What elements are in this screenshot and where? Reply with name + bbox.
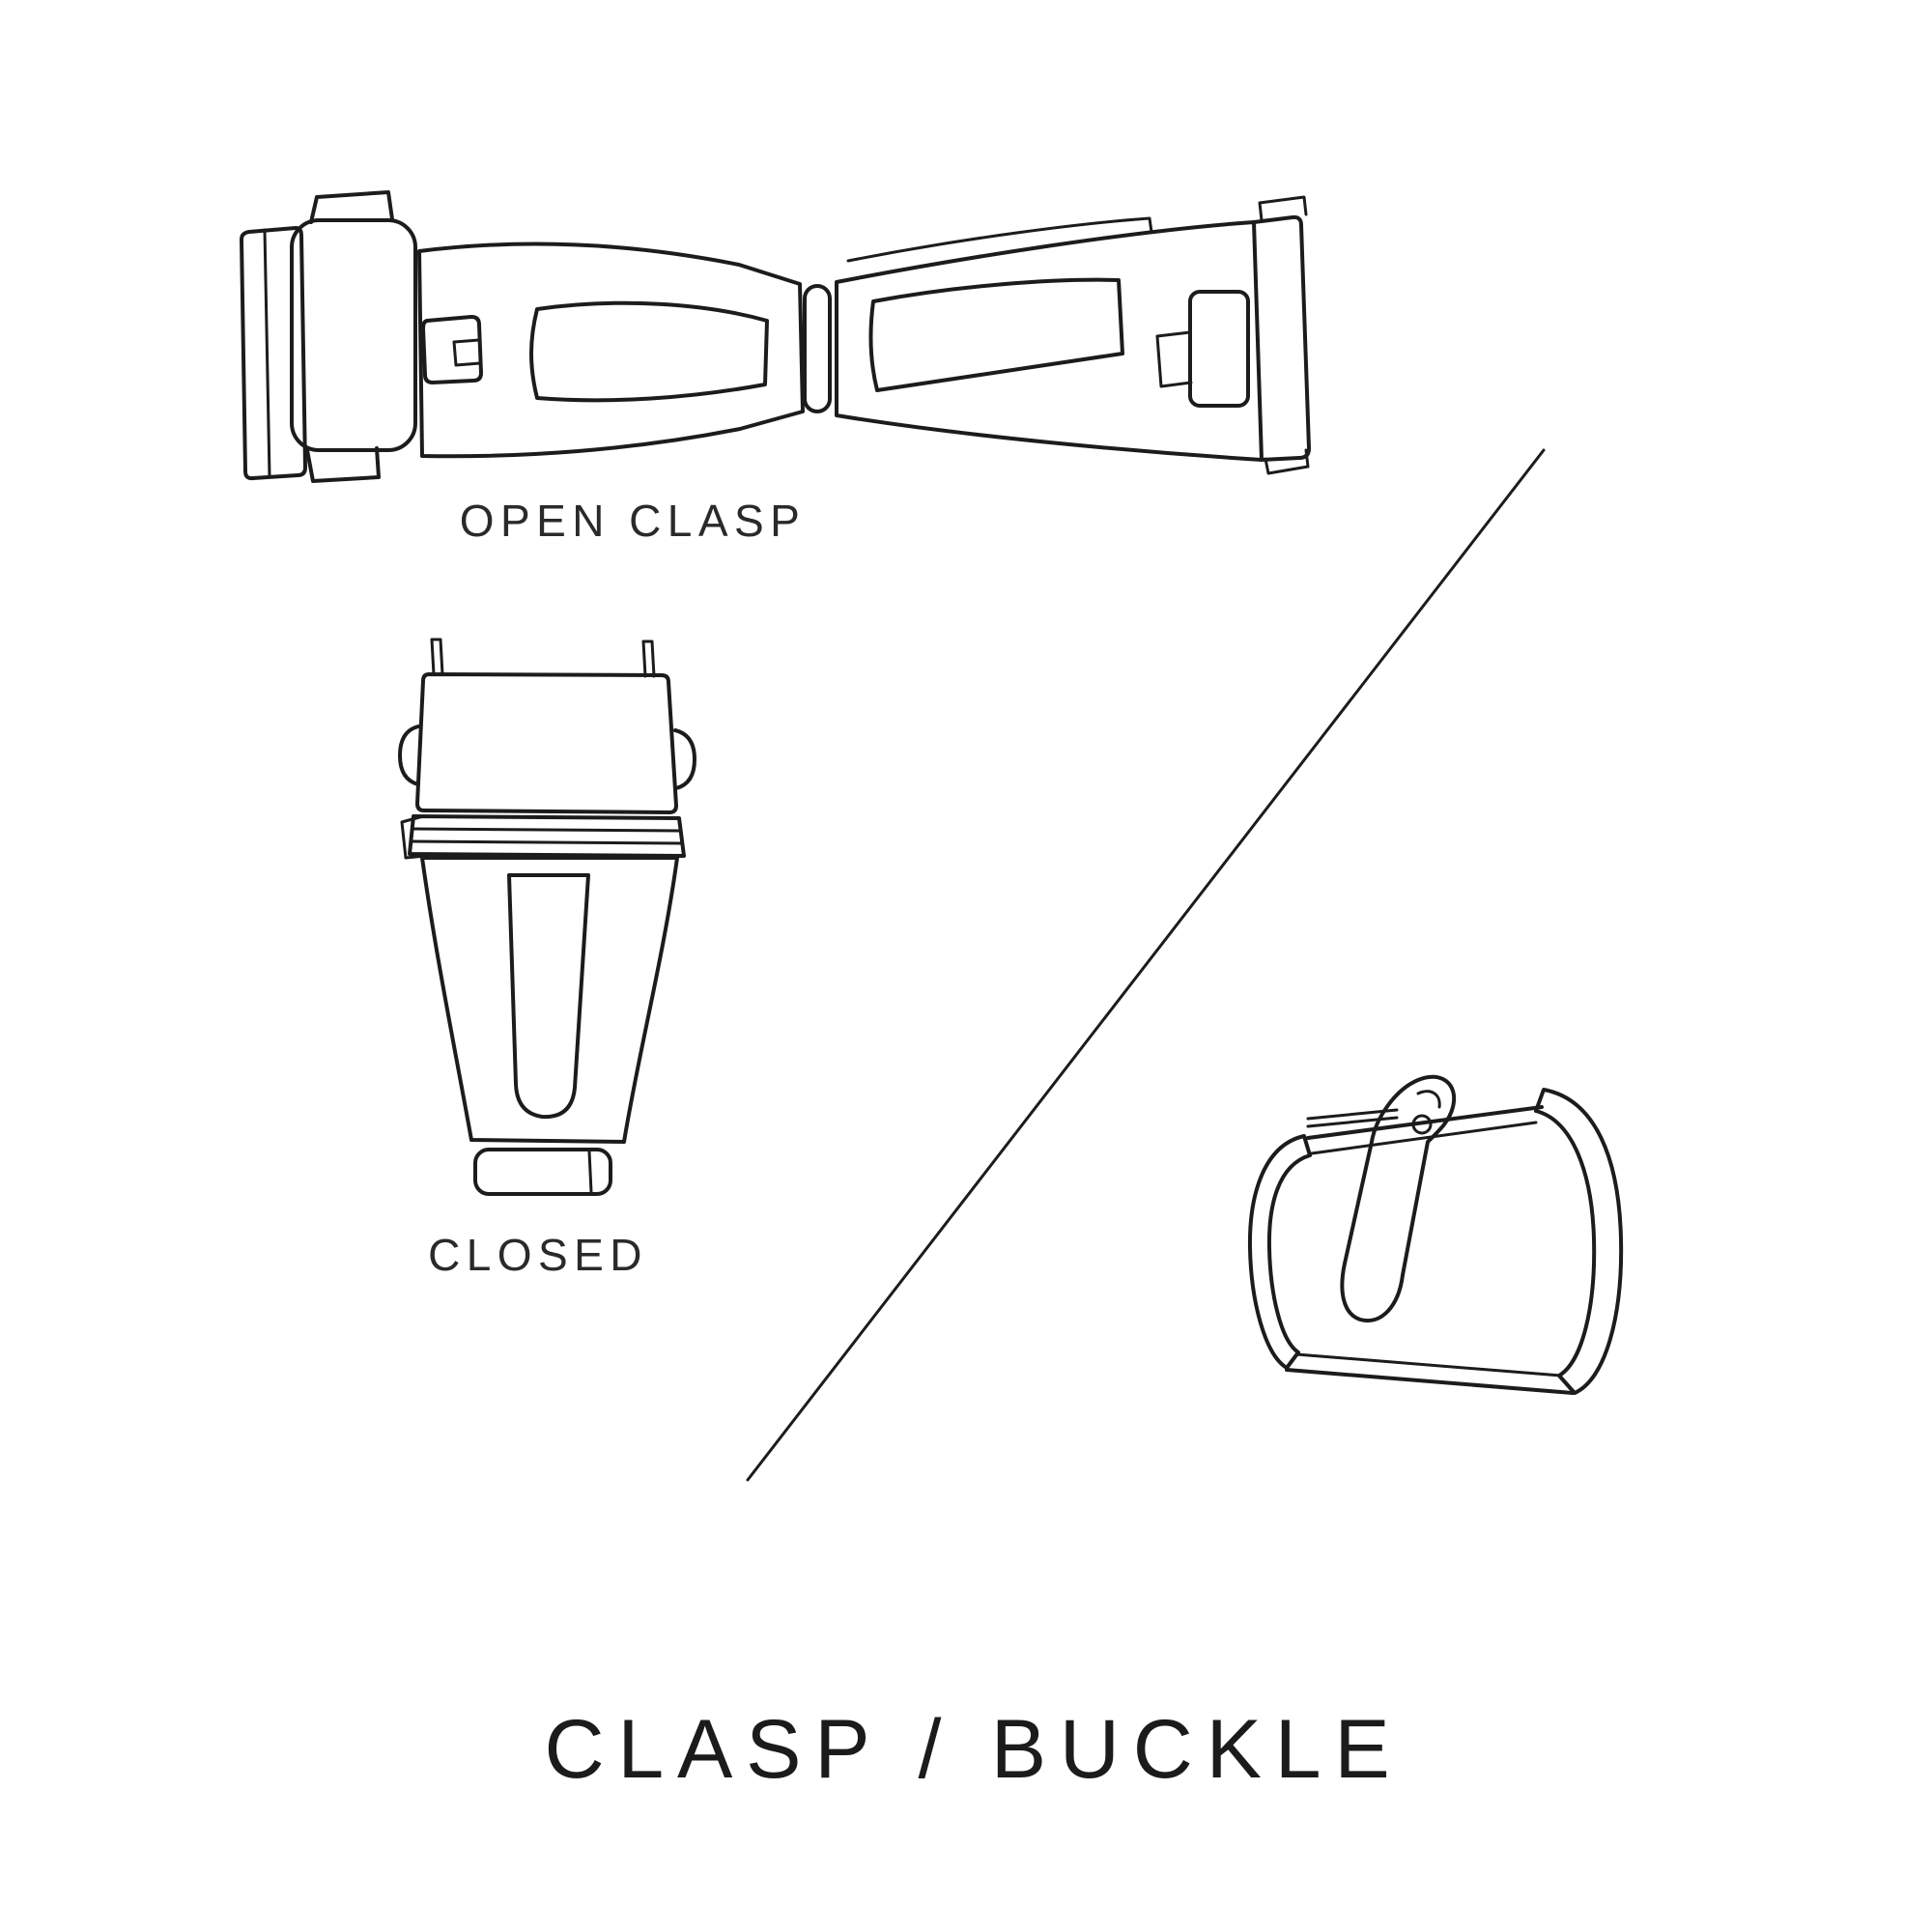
- page-title: CLASP / BUCKLE: [544, 1703, 1404, 1796]
- open-clasp-illustration: [240, 190, 1311, 483]
- closed-clasp-illustration: [398, 638, 696, 1196]
- closed-clasp-label: CLOSED: [428, 1230, 648, 1280]
- open-clasp-label: OPEN CLASP: [459, 496, 807, 546]
- tang-buckle-illustration: [1247, 1074, 1624, 1395]
- divider-line: [746, 448, 1546, 1482]
